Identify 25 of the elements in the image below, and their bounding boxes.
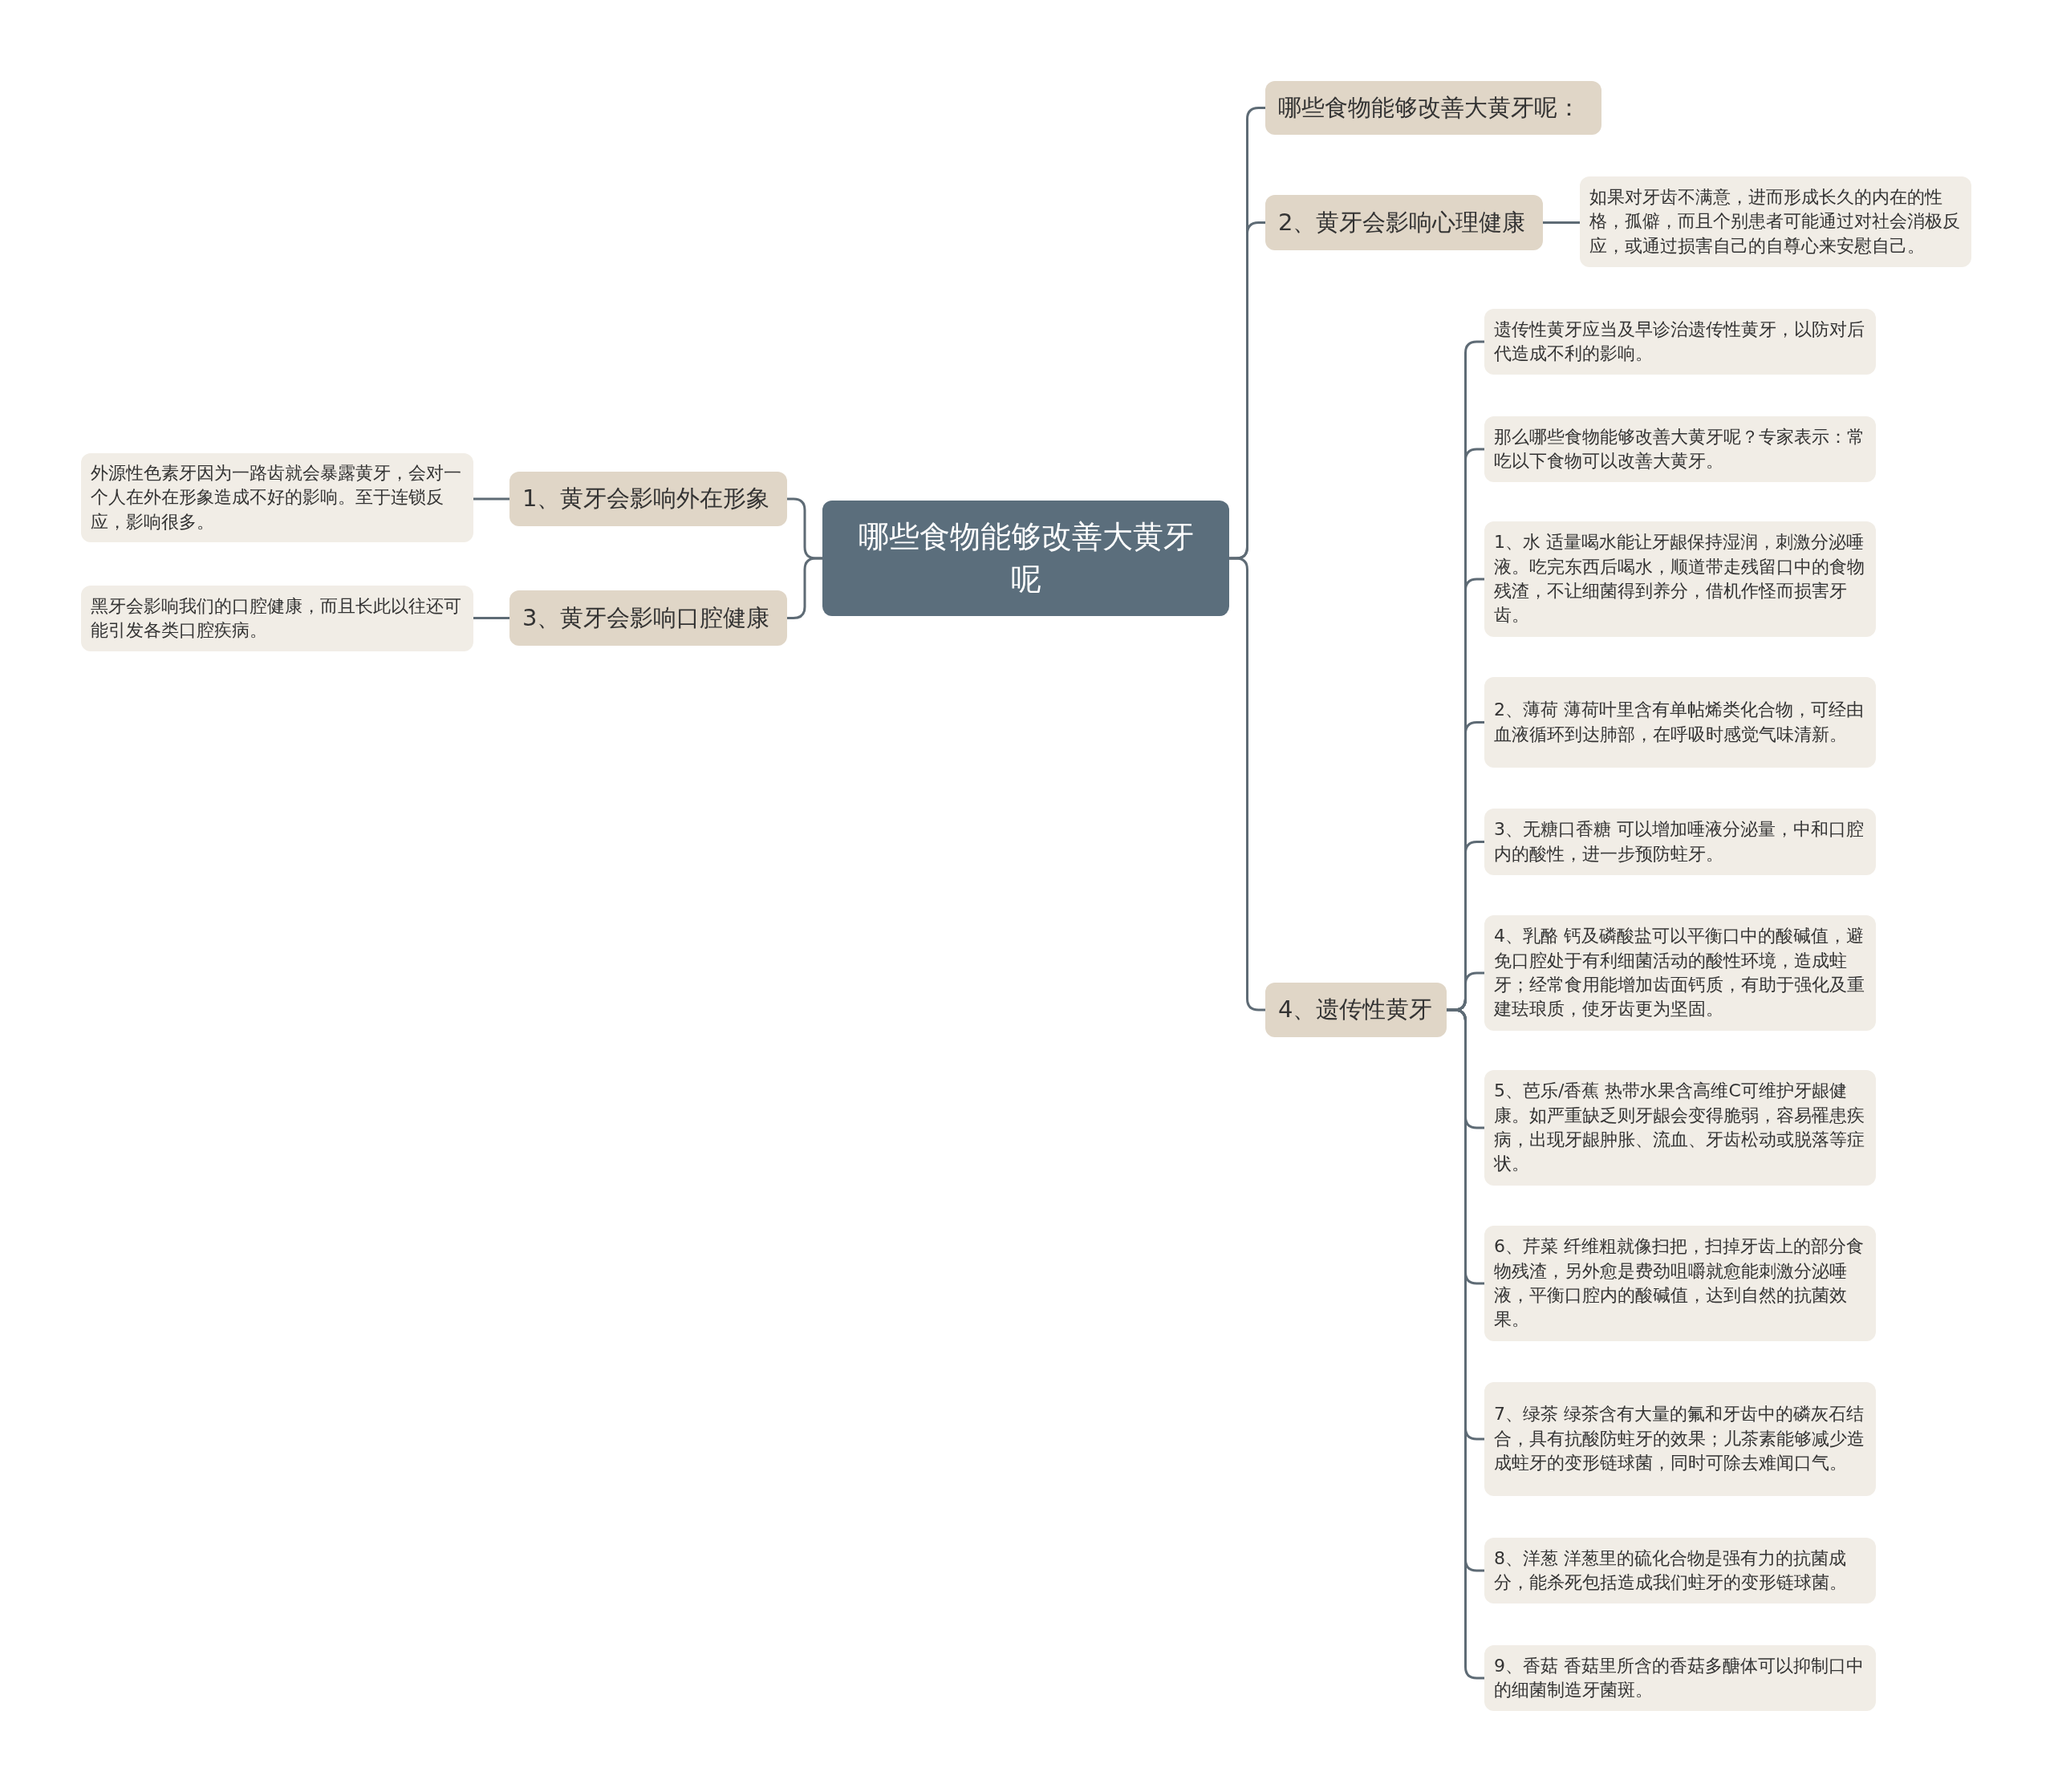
topic-box: 哪些食物能够改善大黄牙呢： xyxy=(1265,81,1601,135)
note-box: 如果对牙齿不满意，进而形成长久的内在的性格，孤僻，而且个别患者可能通过对社会消极反应，或通过损害自己的自尊心来安慰自己。 xyxy=(1580,176,1971,267)
note-box: 2、薄荷 薄荷叶里含有单帖烯类化合物，可经由血液循环到达肺部，在呼吸时感觉气味清新。 xyxy=(1484,677,1876,768)
connector-line xyxy=(787,557,822,619)
connector-line xyxy=(1229,557,1265,1012)
note-box: 8、洋葱 洋葱里的硫化合物是强有力的抗菌成分，能杀死包括造成我们蛀牙的变形链球菌。 xyxy=(1484,1538,1876,1603)
topic-box: 1、黄牙会影响外在形象 xyxy=(509,472,787,526)
note-box: 5、芭乐/香蕉 热带水果含高维C可维护牙龈健康。如严重缺乏则牙龈会变得脆弱，容易罹患疾病，出现牙龈肿胀、流血、牙齿松动或脱落等症状。 xyxy=(1484,1070,1876,1186)
topic-box: 3、黄牙会影响口腔健康 xyxy=(509,590,787,646)
note-box: 6、芹菜 纤维粗就像扫把，扫掉牙齿上的部分食物残渣，另外愈是费劲咀嚼就愈能刺激分泌唾液，平衡口腔内的酸碱值，达到自然的抗菌效果。 xyxy=(1484,1226,1876,1341)
note-box: 3、无糖口香糖 可以增加唾液分泌量，中和口腔内的酸性，进一步预防蛀牙。 xyxy=(1484,809,1876,875)
connector-line xyxy=(473,497,509,501)
note-box: 黑牙会影响我们的口腔健康，而且长此以往还可能引发各类口腔疾病。 xyxy=(81,586,473,651)
note-box: 1、水 适量喝水能让牙龈保持湿润，刺激分泌唾液。吃完东西后喝水，顺道带走残留口中的食物残渣，不让细菌得到养分，借机作怪而损害牙齿。 xyxy=(1484,521,1876,637)
note-box: 那么哪些食物能够改善大黄牙呢？专家表示：常吃以下食物可以改善大黄牙。 xyxy=(1484,416,1876,482)
note-box: 外源性色素牙因为一路齿就会暴露黄牙，会对一个人在外在形象造成不好的影响。至于连锁反应，影响很多。 xyxy=(81,453,473,542)
topic-box: 2、黄牙会影响心理健康 xyxy=(1265,195,1543,250)
topic-box: 4、遗传性黄牙 xyxy=(1265,983,1447,1037)
connector-line xyxy=(473,617,509,619)
central-topic-box: 哪些食物能够改善大黄牙呢 xyxy=(822,501,1229,616)
note-box: 4、乳酪 钙及磷酸盐可以平衡口中的酸碱值，避免口腔处于有利细菌活动的酸性环境，造成蛀牙；经常食用能增加齿面钙质，有助于强化及重建珐琅质，使牙齿更为坚固。 xyxy=(1484,915,1876,1031)
note-box: 7、绿茶 绿茶含有大量的氟和牙齿中的磷灰石结合，具有抗酸防蛀牙的效果；儿茶素能够减少造成蛀牙的变形链球菌，同时可除去难闻口气。 xyxy=(1484,1382,1876,1496)
note-box: 遗传性黄牙应当及早诊治遗传性黄牙，以防对后代造成不利的影响。 xyxy=(1484,309,1876,375)
note-box: 9、香菇 香菇里所含的香菇多醣体可以抑制口中的细菌制造牙菌斑。 xyxy=(1484,1645,1876,1711)
connector-line xyxy=(1543,221,1580,224)
